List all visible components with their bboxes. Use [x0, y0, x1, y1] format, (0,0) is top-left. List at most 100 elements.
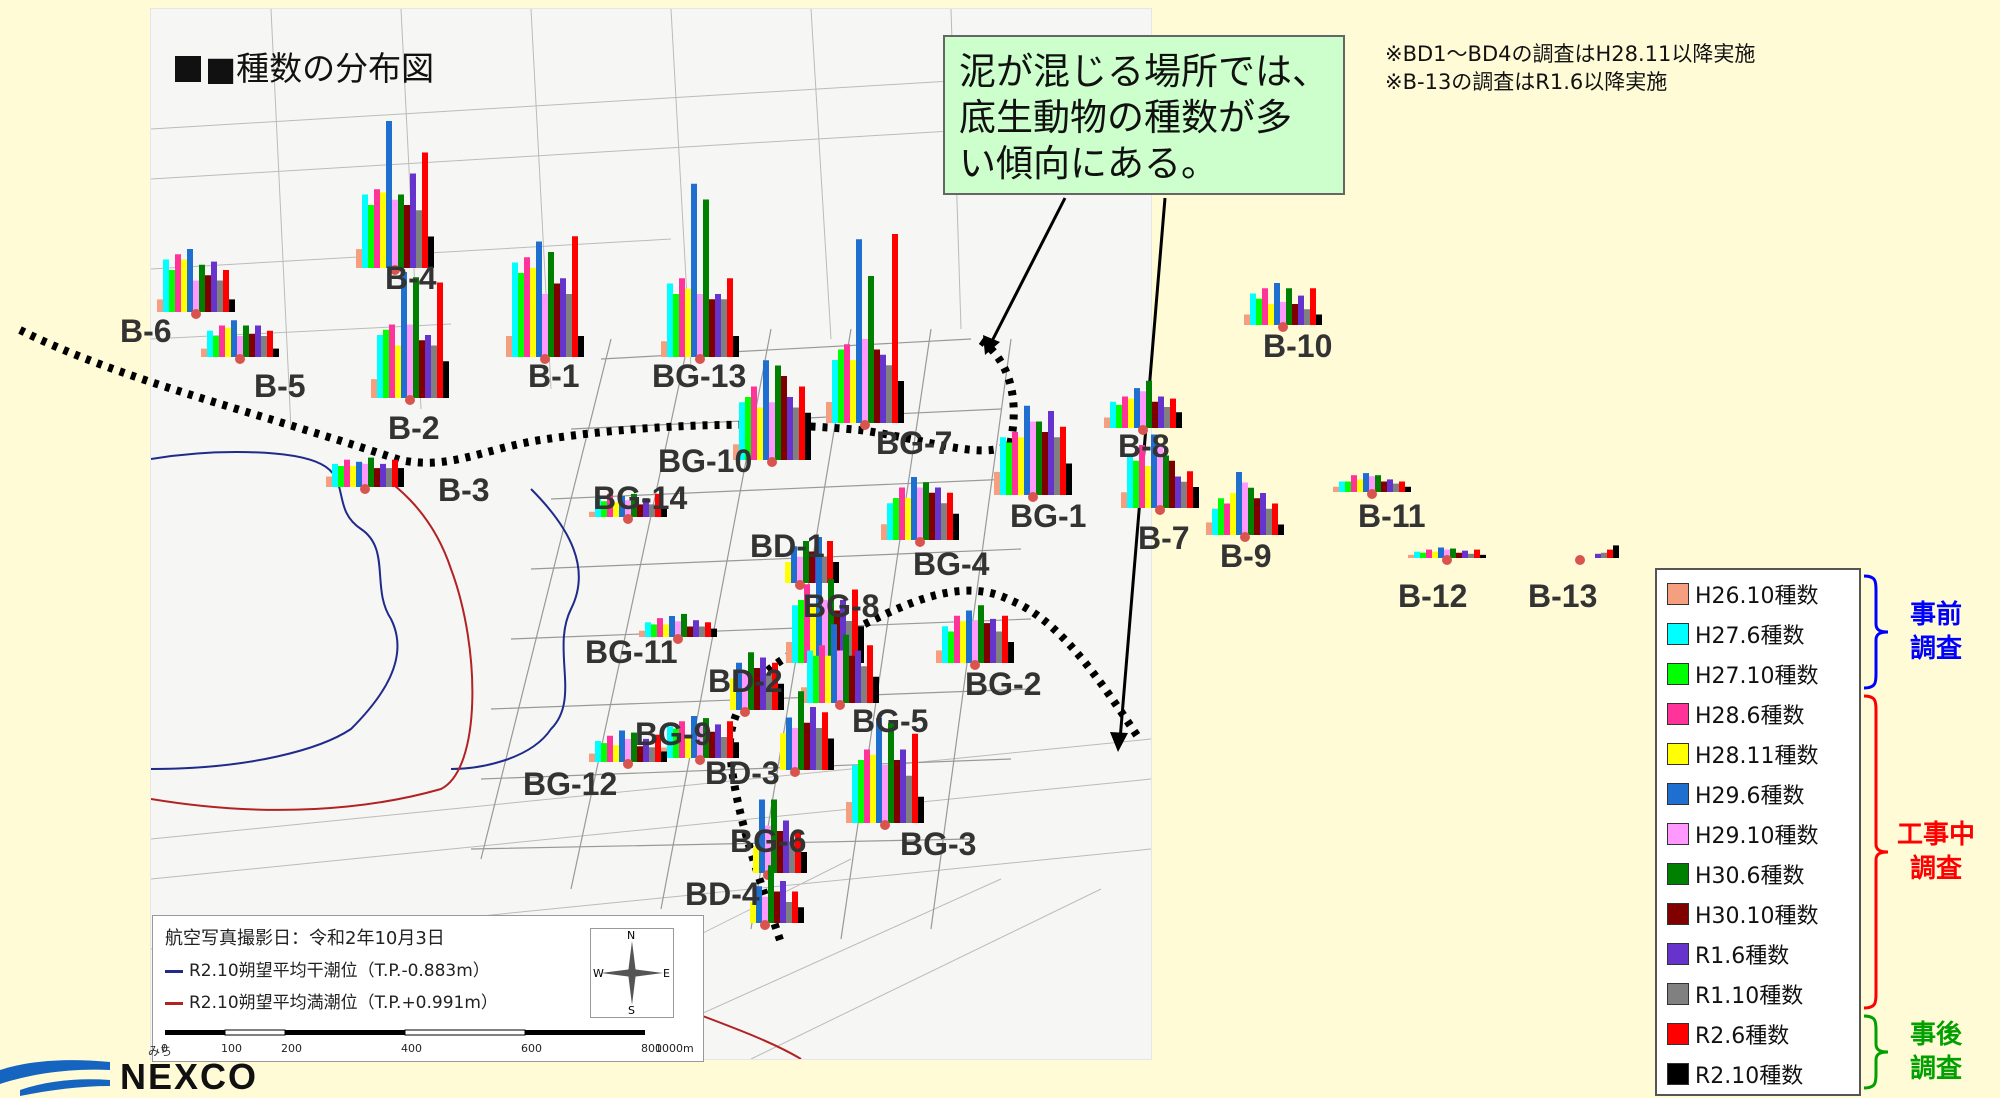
site-label-b-11: B-11	[1358, 498, 1426, 534]
low-tide-swatch	[165, 969, 183, 973]
site-label-bg-13: BG-13	[652, 358, 747, 394]
bar-b-11-0	[1333, 486, 1339, 492]
chart-title: ■種数の分布図	[175, 42, 434, 90]
legend-item-5: H29.6種数	[1667, 774, 1857, 814]
square-bullet-icon	[175, 56, 201, 82]
bar-b-9-12	[1278, 524, 1284, 535]
legend-label-11: R2.6種数	[1695, 1024, 1790, 1049]
bar-b-12-2	[1420, 552, 1426, 558]
compass-n: N	[627, 929, 636, 942]
callout-box: 泥が混じる場所では、 底生動物の種数が多 い傾向にある。	[943, 35, 1345, 195]
bar-b-8-12	[1176, 412, 1182, 428]
legend-swatch-8	[1667, 903, 1689, 925]
site-label-bg-2: BG-2	[965, 666, 1042, 702]
bar-b-11-12	[1405, 486, 1411, 492]
legend-swatch-4	[1667, 743, 1689, 765]
bar-b-9-3	[1224, 503, 1230, 535]
site-chart-b-11	[1333, 473, 1411, 499]
legend-label-12: R2.10種数	[1695, 1064, 1804, 1089]
legend-item-6: H29.10種数	[1667, 814, 1857, 854]
site-point-b-12	[1442, 555, 1452, 565]
bar-b-10-0	[1244, 314, 1250, 325]
legend-label-4: H28.11種数	[1695, 744, 1819, 769]
site-label-bd-4: BD-4	[685, 876, 760, 912]
legend-swatch-0	[1667, 583, 1689, 605]
map-legend-title: 航空写真撮影日：令和2年10月3日	[165, 928, 445, 949]
legend-label-1: H27.6種数	[1695, 624, 1805, 649]
bar-b-11-5	[1363, 473, 1369, 492]
bar-b-11-7	[1375, 475, 1381, 492]
scale-tick-0: 0	[161, 1042, 168, 1055]
legend-label-9: R1.6種数	[1695, 944, 1790, 969]
site-label-bg-5: BG-5	[852, 703, 929, 739]
high-tide-swatch	[165, 1001, 183, 1005]
legend-item-0: H26.10種数	[1667, 574, 1857, 614]
bar-b-10-2	[1256, 298, 1262, 325]
nexco-kana: みち	[148, 1044, 173, 1058]
bar-b-7-9	[1175, 476, 1181, 508]
site-chart-b-10	[1244, 283, 1322, 332]
legend-label-7: H30.6種数	[1695, 864, 1805, 889]
bar-b-9-5	[1236, 472, 1242, 535]
site-label-b-2: B-2	[388, 410, 440, 446]
site-label-b-10: B-10	[1263, 328, 1333, 364]
phase-label-1-a: 工事中	[1896, 820, 1975, 850]
compass-w: W	[593, 967, 604, 980]
legend-item-3: H28.6種数	[1667, 694, 1857, 734]
site-label-bg-10: BG-10	[658, 443, 753, 479]
scale-tick-5: 800	[641, 1042, 662, 1055]
phase-label-0-b: 調査	[1909, 634, 1962, 664]
bar-b-10-7	[1286, 288, 1292, 325]
compass: N S E W	[590, 928, 674, 1018]
legend-item-7: H30.6種数	[1667, 854, 1857, 894]
bar-b-12-3	[1426, 549, 1432, 558]
legend-swatch-9	[1667, 943, 1689, 965]
site-label-b-8: B-8	[1118, 428, 1170, 464]
legend-item-1: H27.6種数	[1667, 614, 1857, 654]
legend-label-8: H30.10種数	[1695, 904, 1819, 929]
bar-b-11-6	[1369, 476, 1375, 492]
phase-label-0-a: 事前	[1909, 600, 1962, 630]
phase-label-1: 工事中調査	[1896, 818, 1976, 886]
high-tide-text: R2.10朔望平均満潮位（T.P.+0.991m）	[189, 993, 498, 1013]
bar-b-9-9	[1260, 493, 1266, 535]
bar-b-9-8	[1254, 498, 1260, 535]
legend-swatch-12	[1667, 1063, 1689, 1085]
phase-label-2: 事後調査	[1896, 1018, 1976, 1086]
bar-b-11-11	[1399, 481, 1405, 492]
phase-bracket-0	[1863, 574, 1889, 690]
site-label-bg-7: BG-7	[876, 425, 953, 461]
bar-b-10-8	[1292, 304, 1298, 325]
bar-b-11-9	[1387, 479, 1393, 492]
bar-b-9-6	[1242, 482, 1248, 535]
bar-b-10-11	[1310, 288, 1316, 325]
site-label-b-5: B-5	[254, 368, 306, 404]
site-label-b-12: B-12	[1398, 578, 1468, 614]
bar-b-9-4	[1230, 493, 1236, 535]
bar-b-13-9	[1595, 553, 1601, 558]
legend-label-5: H29.6種数	[1695, 784, 1805, 809]
scale-tick-1: 100	[221, 1042, 242, 1055]
compass-e: E	[663, 967, 670, 980]
note-line-1: ※BD1～BD4の調査はH28.11以降実施	[1385, 42, 1756, 66]
site-label-bg-6: BG-6	[730, 823, 807, 859]
bar-b-12-12	[1480, 554, 1486, 558]
bar-b-11-8	[1381, 481, 1387, 492]
site-chart-b-12	[1408, 547, 1486, 565]
legend-swatch-3	[1667, 703, 1689, 725]
legend-label-10: R1.10種数	[1695, 984, 1804, 1009]
bar-b-10-4	[1268, 304, 1274, 325]
site-label-bg-8: BG-8	[803, 588, 880, 624]
bar-b-10-5	[1274, 283, 1280, 325]
bar-b-12-5	[1438, 547, 1444, 558]
phase-label-2-a: 事後	[1909, 1020, 1962, 1050]
site-label-b-3: B-3	[438, 472, 490, 508]
bar-b-10-6	[1280, 301, 1286, 325]
nexco-logo: みち NEXCO	[0, 1040, 300, 1097]
nexco-brand: NEXCO	[120, 1056, 259, 1097]
compass-s: S	[628, 1004, 635, 1017]
legend-item-11: R2.6種数	[1667, 1014, 1857, 1054]
site-label-b-4: B-4	[385, 260, 437, 296]
legend-label-3: H28.6種数	[1695, 704, 1805, 729]
bar-b-7-10	[1181, 481, 1187, 508]
